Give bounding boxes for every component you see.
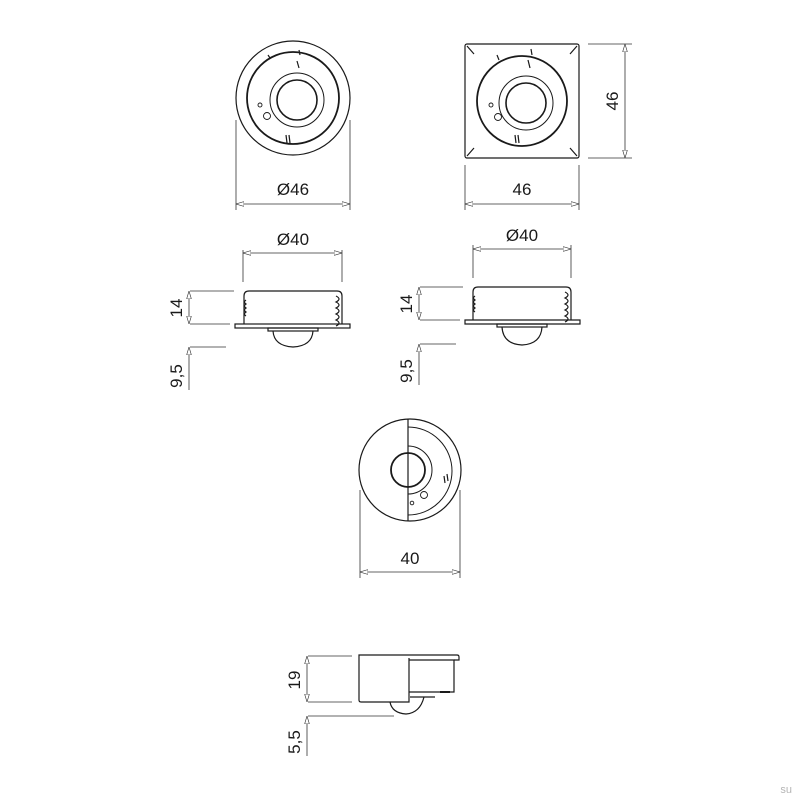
section-side-dimensions bbox=[307, 655, 394, 756]
dim-side-square-diameter: Ø40 bbox=[506, 226, 538, 245]
side-view-round-dimensions bbox=[189, 250, 343, 390]
square-top-dimensions bbox=[464, 43, 632, 210]
dim-round-diameter: Ø46 bbox=[277, 180, 309, 199]
section-top-view bbox=[358, 418, 462, 522]
watermark: su bbox=[780, 784, 792, 796]
dim-section-width: 40 bbox=[401, 549, 420, 568]
side-view-square-dimensions bbox=[419, 245, 572, 385]
dim-section-protrusion: 5,5 bbox=[285, 730, 304, 754]
round-top-dimension bbox=[235, 120, 351, 210]
dim-side-round-protrusion: 9,5 bbox=[167, 364, 186, 388]
dim-section-height: 19 bbox=[285, 671, 304, 690]
section-side-view bbox=[358, 654, 460, 715]
dim-side-round-height: 14 bbox=[167, 299, 186, 318]
side-view-square bbox=[464, 286, 581, 346]
dim-square-height: 46 bbox=[603, 92, 622, 111]
section-top-dimension bbox=[359, 490, 461, 578]
round-top-view bbox=[235, 40, 351, 156]
side-view-round bbox=[234, 290, 351, 348]
dim-side-round-diameter: Ø40 bbox=[277, 230, 309, 249]
square-top-view bbox=[464, 43, 580, 159]
dim-side-square-height: 14 bbox=[397, 295, 416, 314]
dim-side-square-protrusion: 9,5 bbox=[397, 359, 416, 383]
dim-square-width: 46 bbox=[513, 180, 532, 199]
